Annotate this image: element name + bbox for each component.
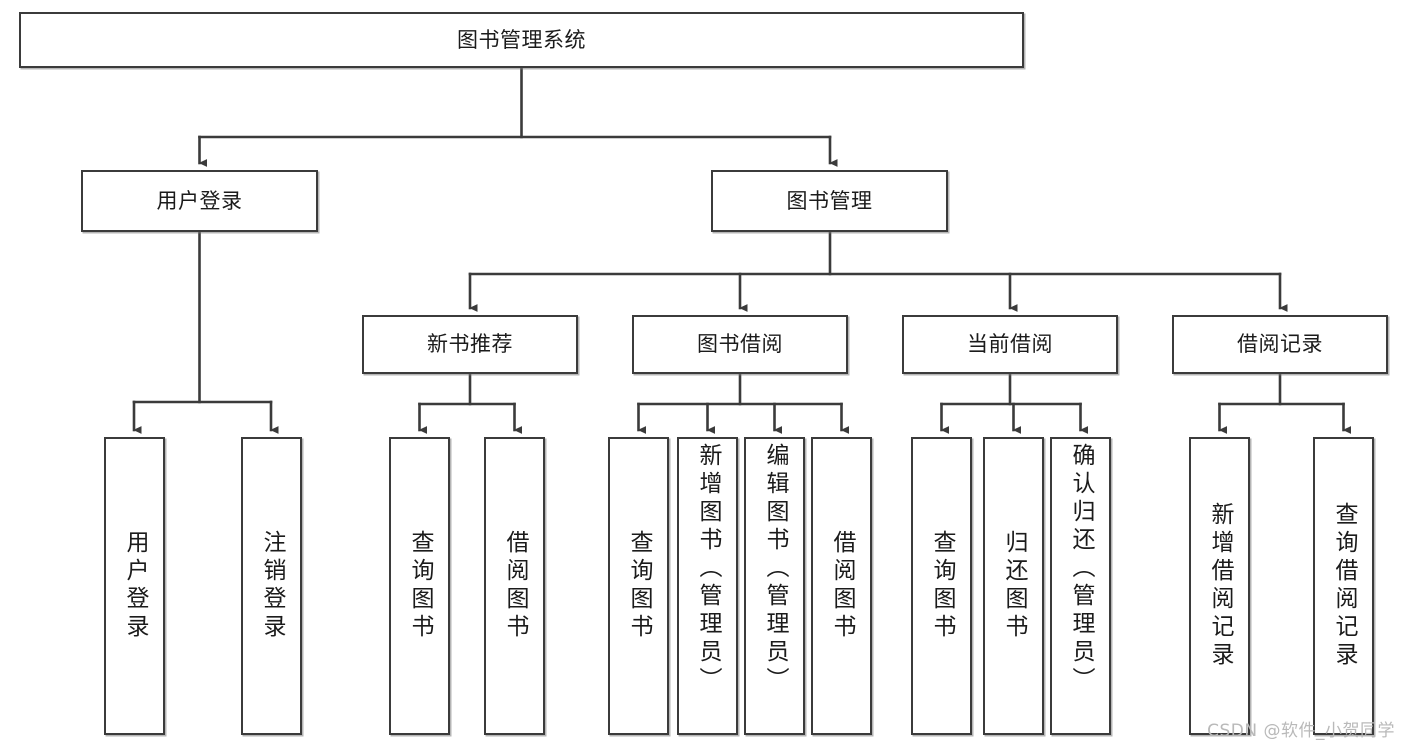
node-leaf-user-login[interactable]: 用户登录 [104, 437, 165, 735]
node-leaf-user-login-label: 用户登录 [122, 530, 148, 642]
node-new-book-recommend-label: 新书推荐 [427, 332, 513, 357]
node-root-label: 图书管理系统 [457, 27, 586, 52]
node-leaf-return-book-label: 归还图书 [1001, 530, 1027, 642]
node-leaf-borrow-book-rec[interactable]: 借阅图书 [484, 437, 545, 735]
node-leaf-add-book-admin-label: 新增图书（管理员） [695, 443, 721, 695]
node-root-system[interactable]: 图书管理系统 [19, 12, 1024, 68]
node-leaf-logout[interactable]: 注销登录 [241, 437, 302, 735]
node-leaf-add-book-admin[interactable]: 新增图书（管理员） [677, 437, 738, 735]
node-leaf-query-book-rec-label: 查询图书 [407, 530, 433, 642]
node-leaf-borrow-book[interactable]: 借阅图书 [811, 437, 872, 735]
node-user-login[interactable]: 用户登录 [81, 170, 318, 232]
node-leaf-add-borrow-record[interactable]: 新增借阅记录 [1189, 437, 1250, 735]
node-leaf-query-book-rec[interactable]: 查询图书 [389, 437, 450, 735]
node-leaf-query-borrow-record[interactable]: 查询借阅记录 [1313, 437, 1374, 735]
node-leaf-query-borrow-record-label: 查询借阅记录 [1331, 502, 1357, 670]
node-book-borrow-label: 图书借阅 [697, 332, 783, 357]
node-book-management[interactable]: 图书管理 [711, 170, 948, 232]
node-leaf-edit-book-admin-label: 编辑图书（管理员） [762, 443, 788, 695]
node-leaf-return-book[interactable]: 归还图书 [983, 437, 1044, 735]
node-book-management-label: 图书管理 [786, 188, 873, 213]
node-leaf-confirm-return-admin-label: 确认归还（管理员） [1068, 443, 1094, 695]
node-leaf-confirm-return-admin[interactable]: 确认归还（管理员） [1050, 437, 1111, 735]
node-current-borrow[interactable]: 当前借阅 [902, 315, 1118, 374]
node-leaf-query-book-current-label: 查询图书 [929, 530, 955, 642]
node-new-book-recommend[interactable]: 新书推荐 [362, 315, 578, 374]
node-leaf-query-book-borrow[interactable]: 查询图书 [608, 437, 669, 735]
node-borrow-record[interactable]: 借阅记录 [1172, 315, 1388, 374]
node-user-login-label: 用户登录 [156, 188, 243, 213]
node-leaf-query-book-borrow-label: 查询图书 [626, 530, 652, 642]
node-leaf-add-borrow-record-label: 新增借阅记录 [1207, 502, 1233, 670]
node-borrow-record-label: 借阅记录 [1237, 332, 1323, 357]
watermark: CSDN @软件_小贺同学 [1207, 721, 1395, 741]
node-book-borrow[interactable]: 图书借阅 [632, 315, 848, 374]
node-leaf-query-book-current[interactable]: 查询图书 [911, 437, 972, 735]
node-leaf-logout-label: 注销登录 [259, 530, 285, 642]
node-current-borrow-label: 当前借阅 [967, 332, 1053, 357]
node-leaf-edit-book-admin[interactable]: 编辑图书（管理员） [744, 437, 805, 735]
node-leaf-borrow-book-rec-label: 借阅图书 [502, 530, 528, 642]
node-leaf-borrow-book-label: 借阅图书 [829, 530, 855, 642]
